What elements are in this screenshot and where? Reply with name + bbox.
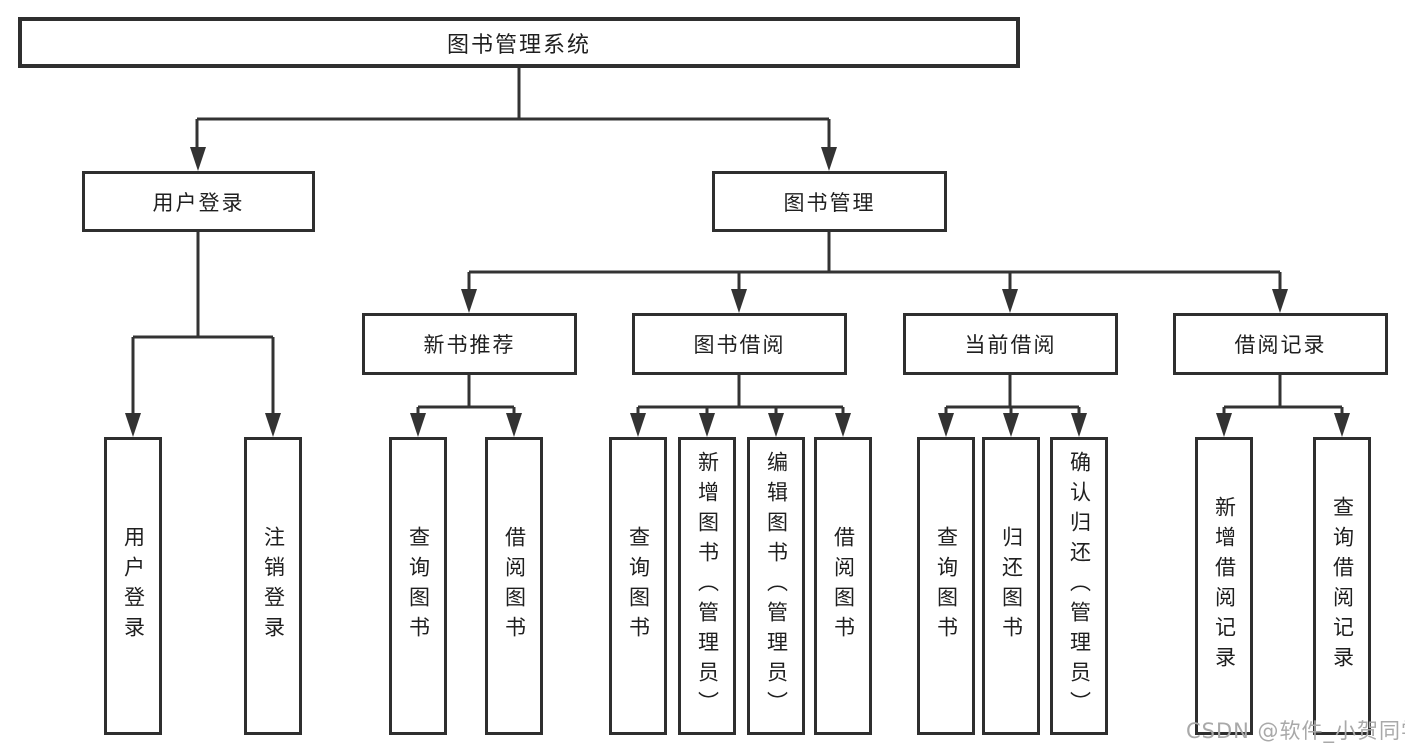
leaf-current-query-book-label: 查询图书 <box>934 526 959 646</box>
node-borrowing-records-label: 借阅记录 <box>1234 333 1327 357</box>
arrowhead-icon <box>1071 413 1087 437</box>
leaf-borrow-edit-book-admin-label: 编辑图书（管理员） <box>764 451 789 721</box>
node-user-login-label: 用户登录 <box>152 190 245 215</box>
tree-branch-lines <box>131 68 1344 416</box>
arrowhead-icon <box>1334 413 1350 437</box>
arrowhead-icon <box>265 413 281 437</box>
leaf-borrow-edit-book-admin: 编辑图书（管理员） <box>747 437 805 735</box>
leaf-current-return-book: 归还图书 <box>982 437 1040 735</box>
arrowhead-icon <box>630 413 646 437</box>
leaf-borrow-add-book-admin-label: 新增图书（管理员） <box>695 451 720 721</box>
node-book-management: 图书管理 <box>712 171 947 232</box>
leaf-borrow-add-book-admin: 新增图书（管理员） <box>678 437 736 735</box>
watermark: CSDN @软件_小贺同学 <box>1186 719 1405 743</box>
leaf-borrow-query-book: 查询图书 <box>609 437 667 735</box>
leaf-current-confirm-return-admin-label: 确认归还（管理员） <box>1067 451 1092 721</box>
leaf-logout-login-label: 注销登录 <box>261 526 286 646</box>
leaf-recommend-query-book-label: 查询图书 <box>406 526 431 646</box>
leaf-user-login-label: 用户登录 <box>121 526 146 646</box>
leaf-records-add-record: 新增借阅记录 <box>1195 437 1253 735</box>
leaf-current-return-book-label: 归还图书 <box>999 526 1024 646</box>
arrowhead-icon <box>461 289 477 313</box>
leaf-current-confirm-return-admin: 确认归还（管理员） <box>1050 437 1108 735</box>
leaf-current-query-book: 查询图书 <box>917 437 975 735</box>
node-book-borrowing-label: 图书借阅 <box>693 333 786 357</box>
leaf-recommend-query-book: 查询图书 <box>389 437 447 735</box>
leaf-borrow-borrow-book-label: 借阅图书 <box>831 526 856 646</box>
node-book-borrowing: 图书借阅 <box>632 313 847 375</box>
node-book-management-label: 图书管理 <box>783 190 876 215</box>
arrowhead-icon <box>1002 289 1018 313</box>
node-current-borrowing: 当前借阅 <box>903 313 1118 375</box>
arrowhead-icon <box>125 413 141 437</box>
arrowhead-icon <box>1003 413 1019 437</box>
arrowhead-icon <box>699 413 715 437</box>
arrowheads <box>125 147 1350 437</box>
arrowhead-icon <box>1216 413 1232 437</box>
leaf-borrow-borrow-book: 借阅图书 <box>814 437 872 735</box>
arrowhead-icon <box>768 413 784 437</box>
leaf-records-add-record-label: 新增借阅记录 <box>1212 496 1237 676</box>
leaf-logout-login: 注销登录 <box>244 437 302 735</box>
leaf-records-query-record-label: 查询借阅记录 <box>1330 496 1355 676</box>
leaf-recommend-borrow-book: 借阅图书 <box>485 437 543 735</box>
node-new-book-recommend: 新书推荐 <box>362 313 577 375</box>
arrowhead-icon <box>938 413 954 437</box>
node-user-login: 用户登录 <box>82 171 315 232</box>
arrowhead-icon <box>410 413 426 437</box>
leaf-recommend-borrow-book-label: 借阅图书 <box>502 526 527 646</box>
arrowhead-icon <box>821 147 837 171</box>
node-root-label: 图书管理系统 <box>446 32 591 58</box>
node-borrowing-records: 借阅记录 <box>1173 313 1388 375</box>
leaf-records-query-record: 查询借阅记录 <box>1313 437 1371 735</box>
arrowhead-icon <box>835 413 851 437</box>
arrowhead-icon <box>1272 289 1288 313</box>
node-new-book-recommend-label: 新书推荐 <box>423 333 516 357</box>
leaf-user-login: 用户登录 <box>104 437 162 735</box>
node-root: 图书管理系统 <box>18 17 1020 68</box>
arrowhead-icon <box>506 413 522 437</box>
arrowhead-icon <box>190 147 206 171</box>
node-current-borrowing-label: 当前借阅 <box>964 333 1057 357</box>
leaf-borrow-query-book-label: 查询图书 <box>626 526 651 646</box>
arrowhead-icon <box>731 289 747 313</box>
